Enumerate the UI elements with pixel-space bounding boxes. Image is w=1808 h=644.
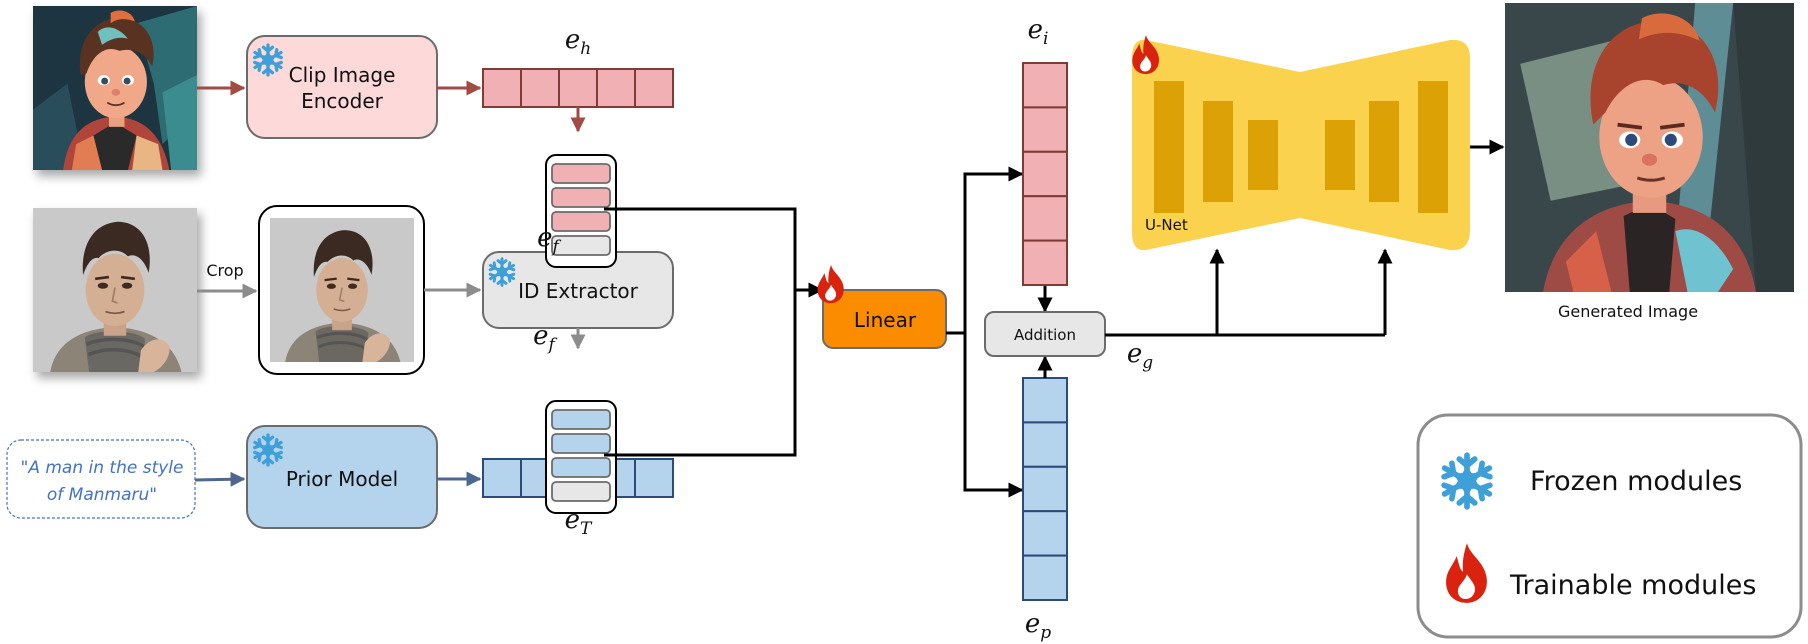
prior-model: Prior Model <box>246 425 438 529</box>
token-row-blue <box>551 457 611 478</box>
embedding-cell <box>482 68 522 108</box>
embedding-cell <box>634 458 674 498</box>
embedding-cell <box>1022 377 1068 424</box>
token-row-pink <box>551 187 611 208</box>
unet-layer-block <box>1203 101 1233 202</box>
clip-encoder-label-line1: Clip Image <box>289 63 396 87</box>
legend-frozen-label: Frozen modules <box>1530 466 1742 497</box>
prior-model-label: Prior Model <box>286 467 398 491</box>
unet-module: U-Net <box>1132 34 1470 251</box>
text-prompt-box: "A man in the style of Manmaru" <box>6 439 196 519</box>
text-prompt-line1: "A man in the style <box>21 458 184 478</box>
e-p-label: ep <box>1025 609 1051 643</box>
embedding-cell <box>1022 510 1068 557</box>
generated-image <box>1505 3 1794 292</box>
embedding-cell <box>1022 150 1068 198</box>
unet-label: U-Net <box>1145 216 1188 234</box>
legend: Frozen modules Trainable modules <box>1416 413 1803 639</box>
embedding-cell <box>1022 554 1068 601</box>
unet-blocks <box>1154 81 1448 213</box>
e-h-label: eh <box>565 25 591 59</box>
e-h-embedding <box>482 68 674 108</box>
e-f-top-label: ef <box>537 223 561 257</box>
e-f-bottom-label: ef <box>533 321 557 355</box>
flame-icon <box>817 264 844 304</box>
generated-image-label: Generated Image <box>1558 302 1698 321</box>
id-extractor-label: ID Extractor <box>518 279 639 303</box>
crop-label: Crop <box>206 261 243 280</box>
face-photo-image <box>33 208 197 372</box>
embedding-cell <box>1022 62 1068 109</box>
embedding-cell <box>1022 239 1068 287</box>
embedding-cell <box>482 458 522 498</box>
e-i-embedding <box>1022 62 1068 287</box>
embedding-cell <box>558 68 598 108</box>
cropped-face-container <box>258 205 425 375</box>
text-prompt-line2: of Manmaru" <box>47 485 157 505</box>
token-row-gray <box>551 235 611 256</box>
token-row-blue <box>551 409 611 430</box>
token-row-pink <box>551 211 611 232</box>
legend-trainable-label: Trainable modules <box>1509 570 1756 601</box>
addition-module: Addition <box>984 311 1106 357</box>
unet-layer-block <box>1369 101 1399 202</box>
linear-to-ep-arrow <box>963 333 1024 498</box>
e-p-embedding <box>1022 377 1068 601</box>
linear-label: Linear <box>854 308 917 332</box>
token-row-gray <box>551 481 611 502</box>
embedding-cell <box>634 68 674 108</box>
unet-layer-block <box>1248 120 1278 190</box>
clip-encoder-label-line2: Encoder <box>301 89 384 113</box>
embedding-cell <box>520 68 560 108</box>
embedding-cell <box>1022 421 1068 468</box>
addition-label: Addition <box>1014 326 1076 344</box>
token-row-pink <box>551 163 611 184</box>
style-reference-image <box>33 6 197 170</box>
e-f-top-token-stack <box>545 154 617 268</box>
embedding-cell <box>1022 195 1068 242</box>
flame-icon <box>1132 34 1160 75</box>
embedding-cell <box>1022 465 1068 513</box>
unet-layer-block <box>1154 81 1184 213</box>
unet-layer-block <box>1325 120 1355 190</box>
e-g-label: eg <box>1127 339 1153 373</box>
bottom-stack-to-linear-line <box>604 290 797 457</box>
linear-module: Linear <box>817 264 947 349</box>
e-i-label: ei <box>1028 15 1049 49</box>
embedding-cell <box>1022 106 1068 153</box>
token-row-blue <box>551 433 611 454</box>
clip-image-encoder: Clip Image Encoder <box>246 35 438 139</box>
top-stack-to-linear-line <box>604 207 797 290</box>
unet-layer-block <box>1418 81 1448 213</box>
e-f-bottom-token-stack <box>545 400 617 514</box>
embedding-cell <box>596 68 636 108</box>
id-extractor: ID Extractor <box>482 251 674 329</box>
prompt-to-prior-arrow <box>194 471 246 487</box>
